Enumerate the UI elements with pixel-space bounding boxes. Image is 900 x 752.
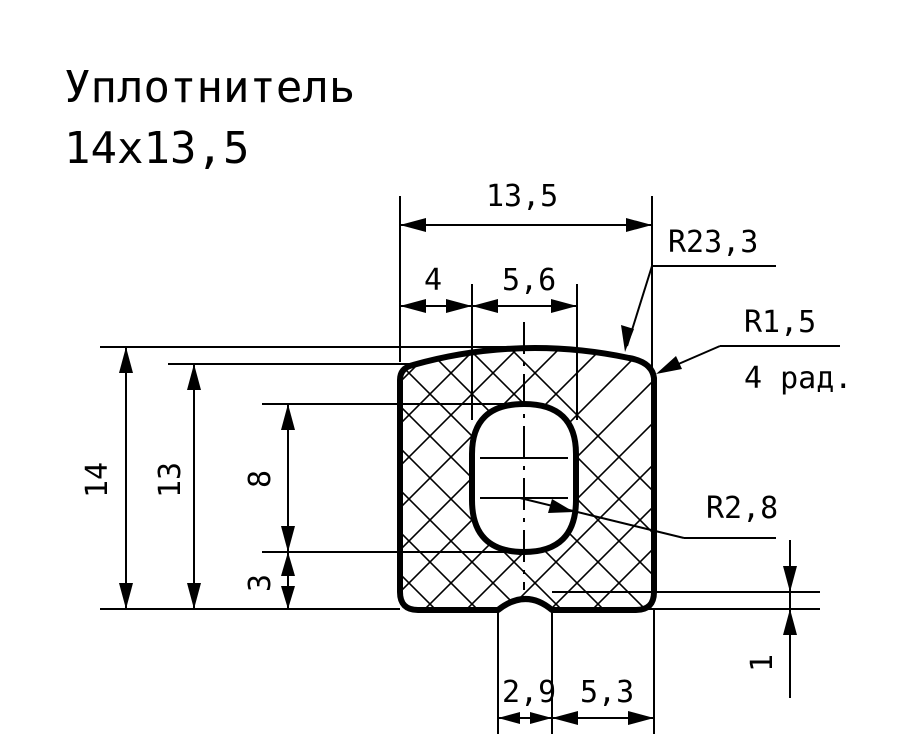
hatch-line bbox=[0, 320, 42, 720]
dim-groove-width: 2,9 bbox=[502, 675, 556, 710]
hatch-line bbox=[0, 320, 336, 720]
hatch-line bbox=[0, 320, 126, 720]
hatch-line bbox=[0, 320, 84, 720]
hatch-line bbox=[400, 348, 631, 610]
dim-hole-height: 8 bbox=[243, 470, 278, 488]
hatch-line bbox=[0, 320, 210, 720]
dim-hole-radius: R2,8 bbox=[706, 491, 778, 526]
dim-hole-width: 5,6 bbox=[502, 263, 556, 298]
hatch-line bbox=[0, 320, 210, 720]
hatch-line bbox=[400, 348, 589, 610]
dim-top-radius: R23,3 bbox=[668, 225, 758, 260]
hatch-line bbox=[400, 348, 654, 610]
title-line-1: Уплотнитель bbox=[64, 62, 355, 113]
dim-corner-radius: R1,5 bbox=[744, 305, 816, 340]
hatch-line bbox=[0, 320, 168, 720]
hatch-line bbox=[0, 320, 84, 720]
hatch-line bbox=[0, 320, 378, 720]
hatch-line bbox=[481, 348, 654, 610]
hatch-line bbox=[0, 320, 336, 720]
dim-groove-depth: 1 bbox=[745, 654, 780, 672]
dim-corner-count: 4 рад. bbox=[744, 361, 852, 396]
hatch-line bbox=[439, 348, 654, 610]
hatch-line bbox=[0, 320, 168, 720]
hatch-line bbox=[400, 348, 421, 610]
dim-bottom-right-offset: 5,3 bbox=[580, 675, 634, 710]
hatch-line bbox=[400, 348, 505, 610]
hatch-line bbox=[400, 348, 421, 610]
dim-top-left-offset: 4 bbox=[424, 263, 442, 298]
hatch-line bbox=[400, 348, 547, 610]
hatch-line bbox=[0, 320, 42, 720]
dim-hole-offset: 3 bbox=[243, 574, 278, 592]
hatch-line bbox=[0, 320, 294, 720]
hatch-line bbox=[0, 320, 378, 720]
dim-overall-width: 13,5 bbox=[486, 179, 558, 214]
dim-inner-height: 13 bbox=[153, 462, 188, 498]
dim-overall-height: 14 bbox=[80, 462, 115, 498]
hatch-line bbox=[0, 320, 294, 720]
title-line-2: 14x13,5 bbox=[64, 123, 249, 174]
hatch-line bbox=[0, 320, 126, 720]
